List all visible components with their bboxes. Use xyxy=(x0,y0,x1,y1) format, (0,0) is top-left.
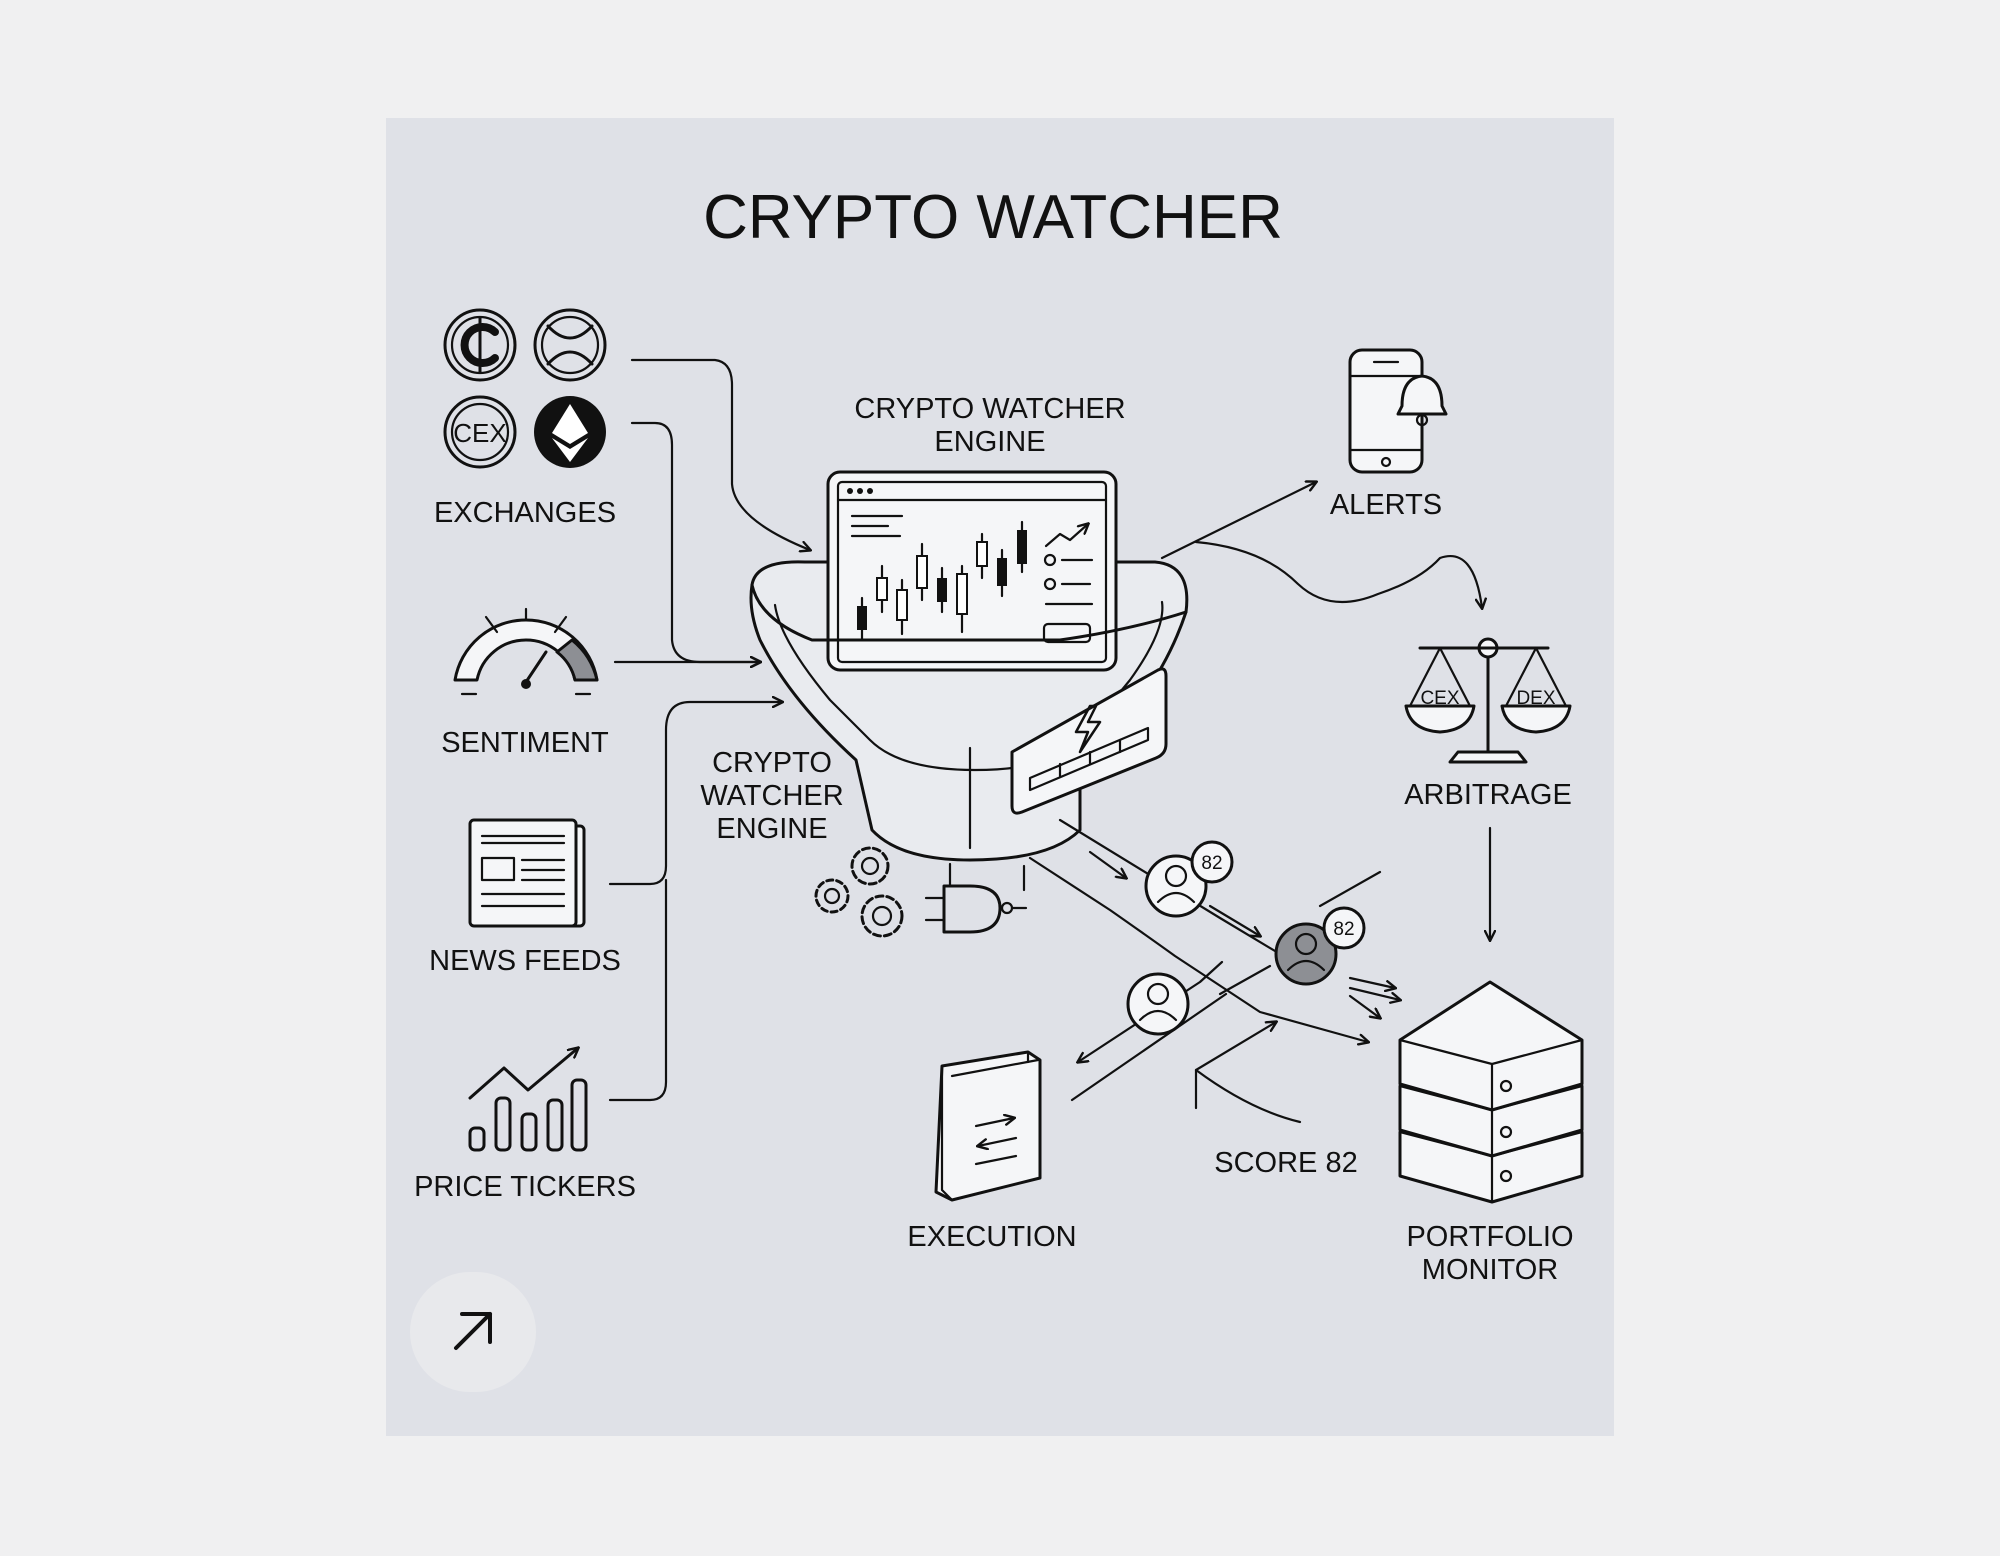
gears-icon xyxy=(814,846,904,938)
engine-top-label-line1: CRYPTO WATCHER xyxy=(854,393,1125,425)
engine-side-label-line1: CRYPTO xyxy=(712,747,832,779)
server-stack-icon xyxy=(1398,980,1584,1204)
xrp-icon xyxy=(533,308,607,382)
score-label: SCORE 82 xyxy=(1214,1147,1357,1179)
user-score-node-2: 82 xyxy=(1274,906,1366,986)
sentiment-group: SENTIMENT xyxy=(441,607,609,759)
portfolio-monitor-group: PORTFOLIO MONITOR xyxy=(1398,980,1584,1286)
logic-gate-icon xyxy=(924,862,1028,934)
engine-side-label-line2: WATCHER xyxy=(700,780,843,812)
alerts-group: ALERTS xyxy=(1330,348,1448,521)
expand-button[interactable] xyxy=(410,1272,536,1392)
engine-top-label-line2: ENGINE xyxy=(934,426,1045,458)
arbitrage-label: ARBITRAGE xyxy=(1404,779,1572,811)
arbitrage-group: CEX DEX ARBITRAGE xyxy=(1404,637,1572,811)
crypto-watcher-engine: CRYPTO WATCHER ENGINE xyxy=(700,393,1189,938)
alerts-label: ALERTS xyxy=(1330,489,1442,521)
arrow-up-right-icon xyxy=(454,1312,492,1350)
price-tickers-label: PRICE TICKERS xyxy=(414,1171,636,1203)
bar-chart-trend-icon xyxy=(468,1048,588,1152)
engine-monitor xyxy=(826,470,1118,672)
newspaper-icon xyxy=(468,818,586,928)
arbitrage-cex-pan: CEX xyxy=(1420,688,1459,709)
lightning-bolt-icon xyxy=(1074,704,1102,754)
user-score-badge-2: 82 xyxy=(1333,919,1354,940)
diagram-title: CRYPTO WATCHER xyxy=(703,183,1283,252)
portfolio-label-line1: PORTFOLIO xyxy=(1406,1221,1573,1253)
exchange-cex-badge: CEX xyxy=(443,395,517,469)
execution-label: EXECUTION xyxy=(907,1221,1076,1253)
engine-side-label-line3: ENGINE xyxy=(716,813,827,845)
user-node-3 xyxy=(1126,972,1190,1036)
coin-c-icon xyxy=(443,308,517,382)
input-connectors xyxy=(608,358,810,1102)
arbitrage-dex-pan: DEX xyxy=(1516,688,1555,709)
price-tickers-group: PRICE TICKERS xyxy=(414,1048,636,1203)
gauge-icon xyxy=(453,607,599,696)
phone-bell-icon xyxy=(1348,348,1448,474)
sentiment-label: SENTIMENT xyxy=(441,727,609,759)
balance-scale-icon: CEX DEX xyxy=(1404,637,1572,764)
ethereum-icon xyxy=(534,396,606,468)
exchange-cex-label: CEX xyxy=(453,418,506,448)
ledger-book-icon xyxy=(934,1050,1042,1202)
candlestick-chart xyxy=(857,520,1027,642)
execution-group: EXECUTION xyxy=(907,1050,1077,1253)
user-score-badge-1: 82 xyxy=(1201,853,1222,874)
exchanges-label: EXCHANGES xyxy=(434,497,616,529)
exchanges-group: CEX EXCHANGES xyxy=(434,308,616,529)
news-feeds-group: NEWS FEEDS xyxy=(429,818,621,977)
engine-power-panel xyxy=(1010,667,1168,815)
user-score-node-1: 82 xyxy=(1144,840,1234,918)
news-feeds-label: NEWS FEEDS xyxy=(429,945,621,977)
portfolio-label-line2: MONITOR xyxy=(1422,1254,1558,1286)
output-connectors xyxy=(1028,482,1490,1124)
